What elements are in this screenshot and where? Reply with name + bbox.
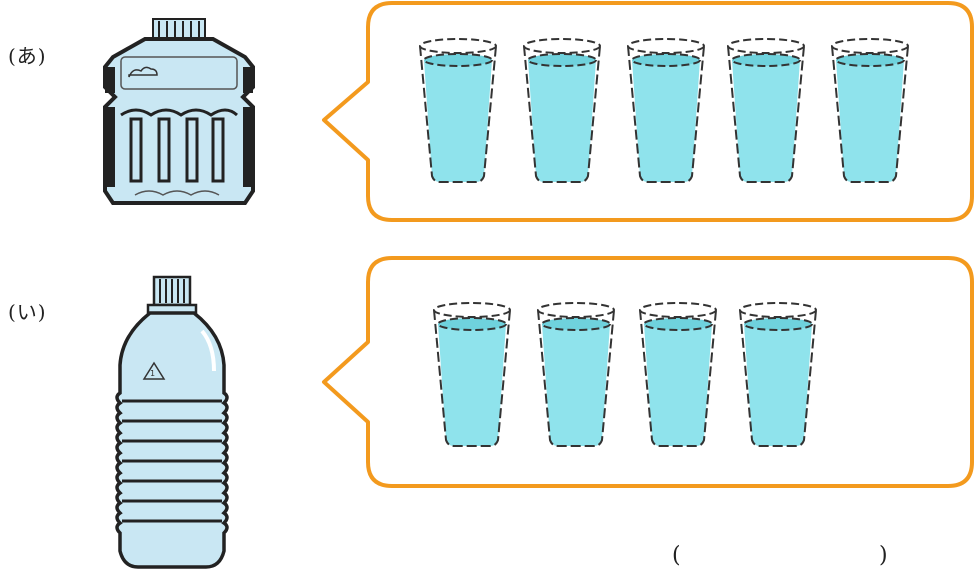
cup-icon [739, 302, 817, 447]
cup-icon [419, 38, 497, 183]
cup-icon [831, 38, 909, 183]
cup-icon [433, 302, 511, 447]
row-label-i: (い) [8, 300, 47, 324]
cup-icon [727, 38, 805, 183]
cup-icon [639, 302, 717, 447]
answer-blank[interactable]: ( ) [672, 543, 892, 573]
row-label-a: (あ) [8, 44, 47, 68]
round-bottle-icon: 1 [115, 275, 229, 569]
square-bottle-icon [103, 18, 255, 205]
cup-icon [627, 38, 705, 183]
cup-icon [523, 38, 601, 183]
answer-paren-open: ( [672, 543, 681, 568]
cup-icon [537, 302, 615, 447]
answer-paren-close: ) [879, 543, 888, 568]
svg-text:1: 1 [150, 369, 155, 378]
